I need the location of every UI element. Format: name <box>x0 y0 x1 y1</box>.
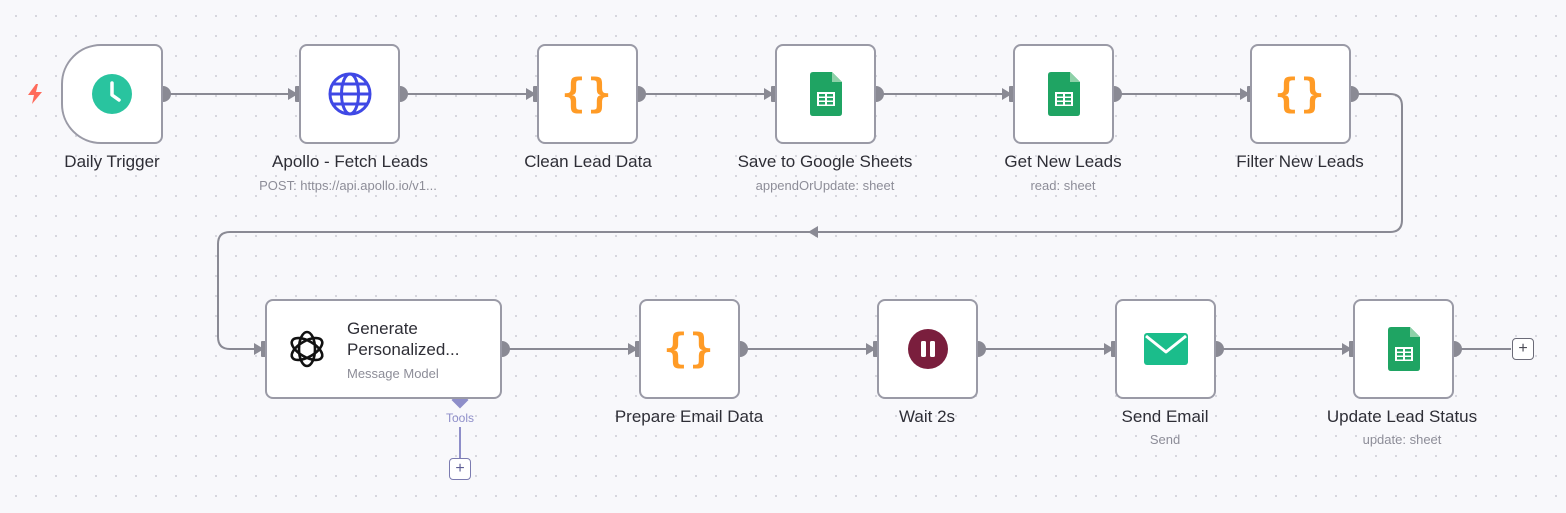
arrow-head <box>1342 343 1352 355</box>
node-send-email[interactable] <box>1115 299 1216 399</box>
node-title: Save to Google Sheets <box>737 152 913 171</box>
code-braces-icon: {} <box>1274 71 1327 117</box>
node-title: Send Email <box>1121 407 1209 426</box>
arrow-head <box>764 88 774 100</box>
node-update-lead-status[interactable] <box>1353 299 1454 399</box>
arrow-head <box>1002 88 1012 100</box>
node-generate-personalized-message[interactable]: Generate Personalized... Message Model <box>265 299 502 399</box>
node-subtitle: POST: https://api.apollo.io/v1... <box>259 178 437 193</box>
code-braces-icon: {} <box>561 71 614 117</box>
node-subtitle: appendOrUpdate: sheet <box>755 178 895 193</box>
arrow-head <box>866 343 876 355</box>
node-wait-2s[interactable] <box>877 299 978 399</box>
node-title: Filter New Leads <box>1236 152 1364 171</box>
google-sheets-icon <box>1047 72 1080 116</box>
node-title: Daily Trigger <box>64 152 160 171</box>
node-subtitle: update: sheet <box>1362 432 1442 447</box>
node-prepare-email-data[interactable]: {} <box>639 299 740 399</box>
node-filter-new-leads[interactable]: {} <box>1250 44 1351 144</box>
trigger-bolt-icon <box>28 84 42 104</box>
node-title: Update Lead Status <box>1326 407 1478 426</box>
node-title: Get New Leads <box>1004 152 1122 171</box>
node-title: Apollo - Fetch Leads <box>272 152 428 171</box>
arrow-head <box>526 88 536 100</box>
node-title-line-2: Personalized... <box>347 339 460 359</box>
tools-label: Tools <box>445 411 475 425</box>
globe-icon <box>328 72 371 116</box>
arrow-head <box>1240 88 1250 100</box>
google-sheets-icon <box>1387 327 1420 371</box>
node-title: Wait 2s <box>898 407 956 426</box>
pause-icon <box>907 329 948 369</box>
openai-icon <box>290 330 324 368</box>
node-get-new-leads[interactable] <box>1013 44 1114 144</box>
node-title-line-1: Generate <box>347 318 418 338</box>
node-clean-lead-data[interactable]: {} <box>537 44 638 144</box>
node-apollo-fetch-leads[interactable] <box>299 44 400 144</box>
email-icon <box>1143 333 1188 365</box>
code-braces-icon: {} <box>663 326 716 372</box>
node-daily-trigger[interactable] <box>61 44 163 144</box>
node-save-to-google-sheets[interactable] <box>775 44 876 144</box>
add-node-button[interactable]: + <box>1512 338 1534 360</box>
arrow-head <box>1104 343 1114 355</box>
node-subtitle: Message Model <box>347 365 439 381</box>
clock-icon <box>92 74 132 114</box>
arrow-head <box>288 88 298 100</box>
arrow-head <box>628 343 638 355</box>
arrow-head <box>254 343 264 355</box>
node-text-group: Generate Personalized... Message Model <box>347 318 459 381</box>
add-tool-button[interactable]: + <box>449 458 471 480</box>
google-sheets-icon <box>809 72 842 116</box>
node-subtitle: Send <box>1149 432 1181 447</box>
node-title: Prepare Email Data <box>614 407 764 426</box>
node-title: Clean Lead Data <box>524 152 652 171</box>
node-subtitle: read: sheet <box>1030 178 1096 193</box>
arrow-head-midline <box>808 226 818 238</box>
